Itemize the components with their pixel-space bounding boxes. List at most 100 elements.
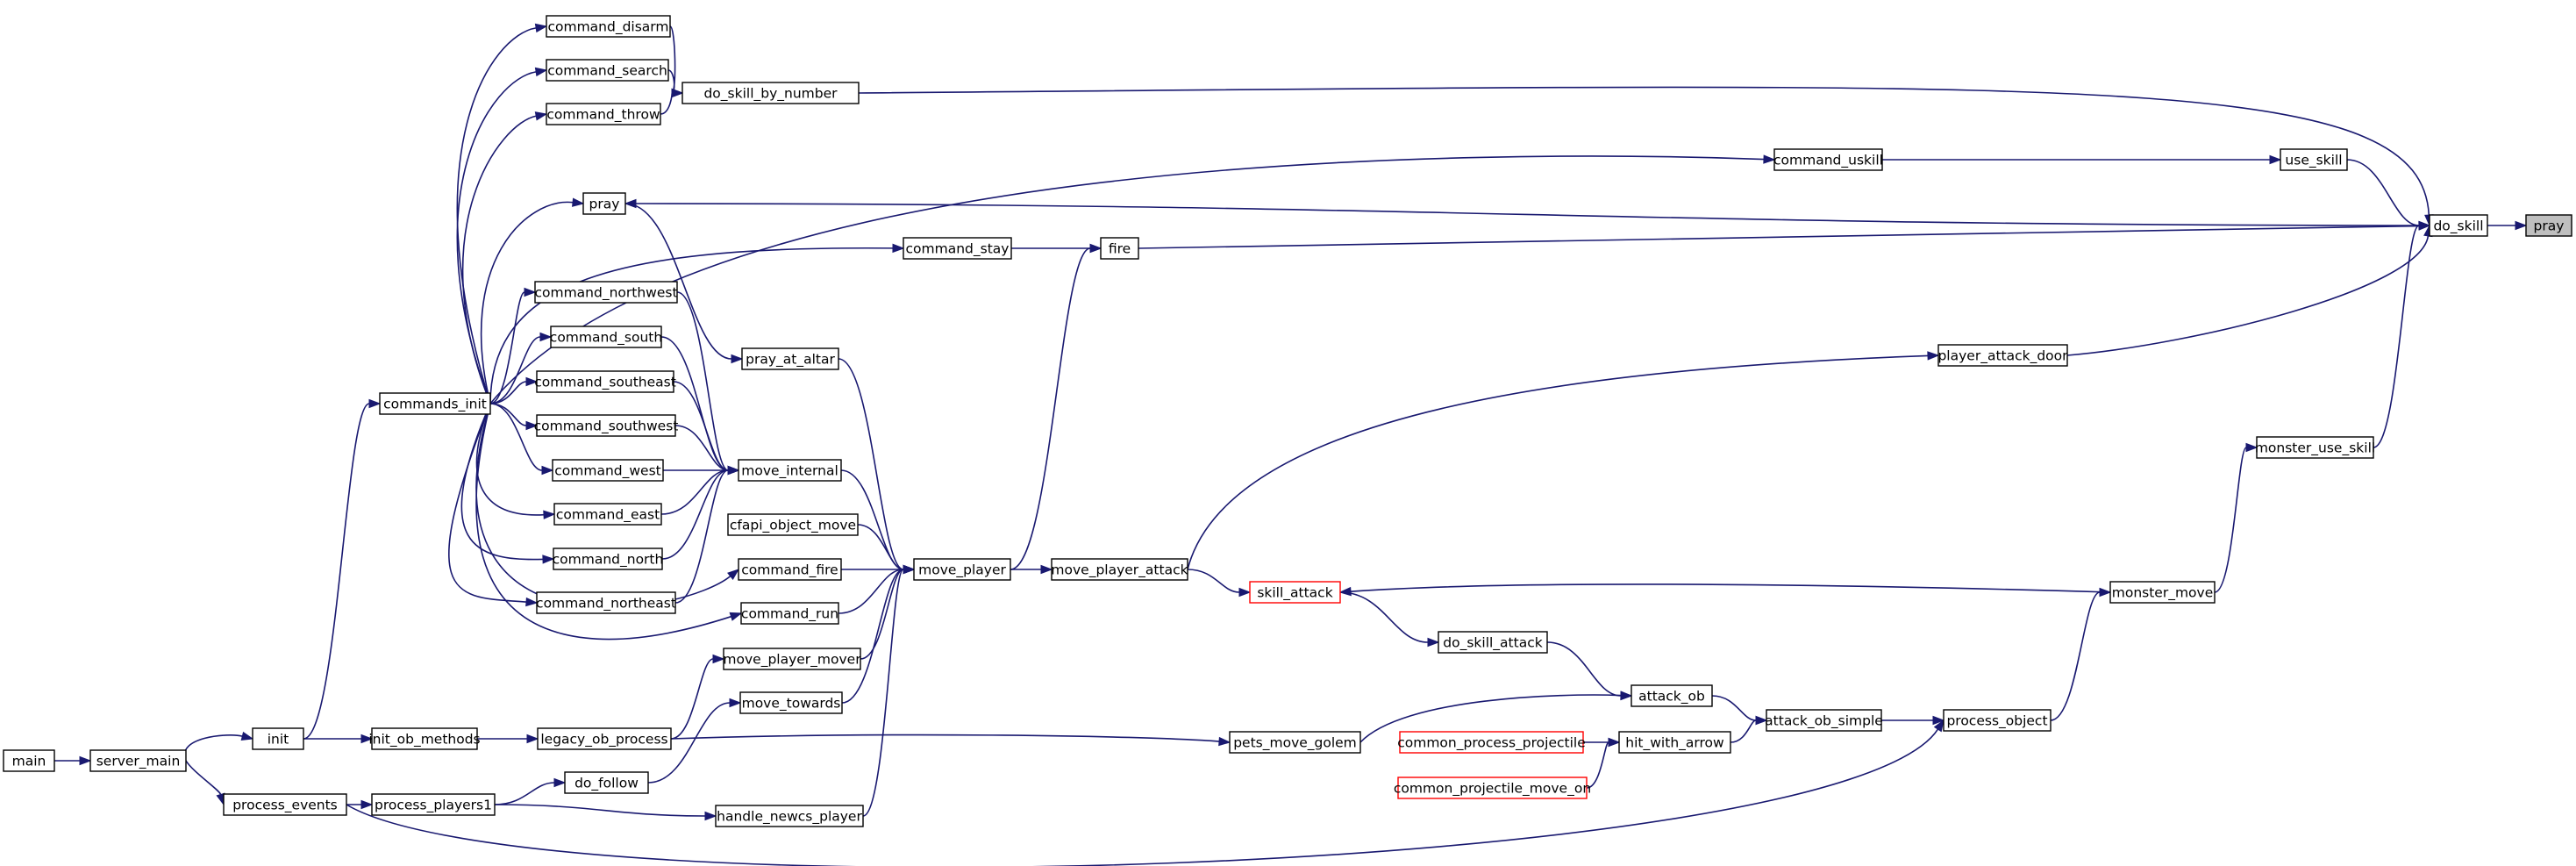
node-cfapi-object-move[interactable]: cfapi_object_move [727,513,859,536]
edge-legacy_ob_process-to-pets_move_golem [670,734,1220,742]
edge-monster_move-to-skill_attack [1350,583,2111,593]
node-command-northeast[interactable]: command_northeast [536,591,676,614]
node-process-object[interactable]: process_object [1943,709,2052,732]
node-label: command_disarm [547,19,668,36]
node-player-attack-door[interactable]: player_attack_door [1937,344,2068,367]
node-label: server_main [96,754,181,770]
node-command-run[interactable]: command_run [740,602,839,625]
node-process-events[interactable]: process_events [223,793,347,816]
node-pray-at-altar[interactable]: pray_at_altar [741,347,839,370]
node-label: process_players1 [375,798,492,814]
node-command-southeast[interactable]: command_southeast [534,370,676,393]
arrowhead-pets_move_golem-to-attack_ob [1620,691,1633,700]
node-box [738,558,842,581]
node-command-north[interactable]: command_north [553,548,664,570]
arrowhead-legacy_ob_process-to-move_player_mover [712,654,725,664]
edge-commands_init-to-command_northwest [489,291,525,404]
node-command-stay[interactable]: command_stay [903,237,1012,260]
node-do-follow[interactable]: do_follow [564,771,649,794]
node-handle-newcs-player[interactable]: handle_newcs_player [715,805,864,827]
node-box [2280,148,2348,171]
node-commands-init[interactable]: commands_init [379,392,491,415]
node-layer: pray do_skill do_skill_by_number use_skillf… [3,15,2572,827]
node-label: monster_move [2112,585,2214,602]
node-command-southwest[interactable]: command_southwest [534,414,679,437]
node-common-process-projectile[interactable]: common_process_projectile [1397,731,1586,754]
node-use-skill[interactable]: use_skill [2280,148,2348,171]
arrowhead-commands_init-to-command_north [542,555,555,564]
arrowhead-common_projectile_move_on-to-hit_with_arrow [1608,737,1621,748]
node-do-skill-attack[interactable]: do_skill_attack [1438,631,1548,654]
node-skill-attack[interactable]: skill_attack [1249,581,1341,604]
node-box [582,192,626,215]
node-command-east[interactable]: command_east [553,503,662,526]
arrowhead-commands_init-to-command_south [539,332,553,342]
node-box [723,648,861,670]
node-box [552,459,664,482]
node-label: move_player_attack [1051,562,1188,579]
node-do-skill-by-number[interactable]: do_skill_by_number [681,82,860,104]
node-move-player-mover[interactable]: move_player_mover [723,648,861,670]
node-pets-move-golem[interactable]: pets_move_golem [1229,731,1361,754]
arrowhead-hit_with_arrow-to-attack_ob_simple [1755,715,1768,726]
arrowhead-main-to-server_main [79,755,92,766]
node-init[interactable]: init [252,727,304,750]
arrowhead-init-to-commands_init [368,398,382,409]
arrowhead-command_uskill-to-use_skill [2269,154,2282,165]
edge-do_follow-to-move_towards [647,702,731,784]
node-server-main[interactable]: server_main [89,749,187,772]
edge-cfapi_object_move-to-move_player [857,524,904,570]
node-command-disarm[interactable]: command_disarm [546,15,671,38]
node-process-players1[interactable]: process_players1 [371,793,496,816]
edge-commands_init-to-command_search [456,71,537,404]
node-move-player-attack[interactable]: move_player_attack [1051,558,1188,581]
node-pray2[interactable]: pray [582,192,626,215]
node-label: legacy_ob_process [540,732,667,748]
node-monster-move[interactable]: monster_move [2109,581,2216,604]
arrowhead-init_ob_methods-to-legacy_ob_process [526,734,539,744]
edge-commands_init-to-pray2 [481,201,574,404]
node-attack-ob-simple[interactable]: attack_ob_simple [1765,709,1883,732]
arrowhead-commands_init-to-command_stay [892,243,905,254]
arrowhead-commands_init-to-command_northwest [524,287,537,297]
node-move-internal[interactable]: move_internal [738,459,842,482]
edge-command_throw-to-do_skill_by_number [660,92,673,115]
node-command-fire[interactable]: command_fire [738,558,842,581]
node-box [1100,237,1139,260]
node-move-player[interactable]: move_player [913,558,1011,581]
edge-command_southeast-to-move_internal [673,381,729,471]
node-command-south[interactable]: command_south [550,326,662,348]
node-main[interactable]: main [3,749,55,772]
node-do-skill[interactable]: do_skill [2429,214,2488,237]
node-attack-ob[interactable]: attack_ob [1631,684,1713,707]
node-command-west[interactable]: command_west [552,459,664,482]
node-command-uskill[interactable]: command_uskill [1773,148,1883,171]
node-hit-with-arrow[interactable]: hit_with_arrow [1618,731,1731,754]
node-label: command_uskill [1773,153,1883,169]
node-command-search[interactable]: command_search [546,59,669,82]
arrowhead-server_main-to-init [240,731,254,741]
node-box [1631,684,1713,707]
node-init-ob-methods[interactable]: init_ob_methods [368,727,481,750]
node-pray[interactable]: pray [2525,214,2572,237]
node-box [534,281,678,304]
node-label: command_northeast [536,596,676,612]
node-legacy-ob-process[interactable]: legacy_ob_process [537,727,672,750]
node-command-throw[interactable]: command_throw [546,103,661,125]
edge-pets_move_golem-to-attack_ob [1359,694,1622,743]
node-fire[interactable]: fire [1100,237,1139,260]
node-monster-use-skill[interactable]: monster_use_skill [2255,436,2375,459]
node-label: command_stay [906,241,1010,258]
node-common-projectile-move-on[interactable]: common_projectile_move_on [1394,777,1591,799]
node-box [89,749,187,772]
edge-move_player_attack-to-player_attack_door [1187,354,1929,570]
node-move-towards[interactable]: move_towards [739,691,843,714]
node-command-northwest[interactable]: command_northwest [534,281,678,304]
arrowhead-pray2-to-pray_at_altar [731,354,744,364]
arrowhead-init-to-init_ob_methods [360,734,374,744]
edge-pray2-to-pray_at_altar [624,203,732,360]
node-label: process_object [1946,713,2047,730]
node-box [681,82,860,104]
node-label: handle_newcs_player [717,809,862,826]
